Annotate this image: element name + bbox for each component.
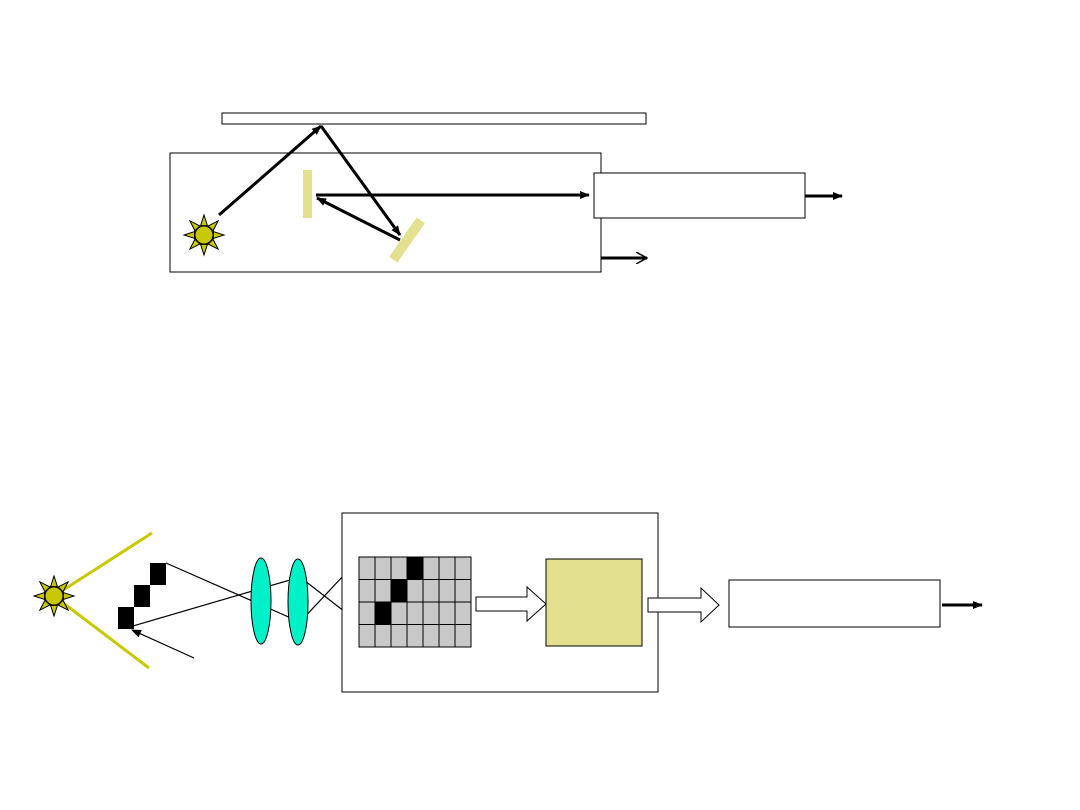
ray-source-to-surface <box>218 124 322 217</box>
sensor-pixel <box>422 624 440 648</box>
sensor-pixel <box>390 601 408 625</box>
sensor-pixel <box>358 624 376 648</box>
sensor-pixel <box>438 624 456 648</box>
sensor-pixel <box>422 579 440 603</box>
output-box <box>728 579 941 628</box>
sensor-pixel <box>406 601 424 625</box>
tilted-mirror <box>389 217 425 263</box>
sun-icon <box>182 213 226 257</box>
detector-box <box>593 172 806 219</box>
sensor-pixel <box>374 579 392 603</box>
light-cone-lower <box>53 594 150 670</box>
processor-box <box>545 558 643 647</box>
sensor-pixel <box>422 556 440 580</box>
sensor-pixel <box>390 556 408 580</box>
lens-right <box>287 558 309 646</box>
sun-ray <box>32 591 46 601</box>
sensor-pixel <box>374 624 392 648</box>
object-step-top <box>150 563 166 585</box>
top-diagram <box>169 112 843 273</box>
sensor-pixel-on <box>406 556 424 580</box>
sensor-pixel <box>358 601 376 625</box>
object-step-bottom <box>118 607 134 629</box>
sun-icon <box>32 574 76 618</box>
sensor-pixel-on <box>390 579 408 603</box>
sun-ray <box>49 604 59 618</box>
light-cone-upper <box>53 531 153 598</box>
sensor-pixel <box>454 601 472 625</box>
sensor-pixel <box>454 556 472 580</box>
object-pointer-arrow <box>131 629 195 659</box>
sensor-pixel <box>374 556 392 580</box>
ray-mirror-to-mirror <box>316 196 401 242</box>
sensor-pixel <box>358 556 376 580</box>
sensor-pixel <box>358 579 376 603</box>
bottom-diagram <box>32 512 983 693</box>
sensor-to-processor-arrow <box>475 585 547 623</box>
sun-ray <box>49 574 59 588</box>
sensor-pixel-on <box>374 601 392 625</box>
sensor-pixel <box>422 601 440 625</box>
sensor-pixel <box>454 579 472 603</box>
vertical-mirror <box>303 170 312 218</box>
image-sensor-grid <box>358 556 472 648</box>
sensor-pixel <box>454 624 472 648</box>
sensor-pixel <box>438 556 456 580</box>
sensor-pixel <box>438 579 456 603</box>
processor-to-output-arrow <box>647 586 720 624</box>
surface-strip <box>221 112 647 125</box>
sun-ray <box>62 591 76 601</box>
lens-left <box>250 557 272 645</box>
ray-surface-to-mirror <box>319 125 402 236</box>
sensor-pixel <box>438 601 456 625</box>
sensor-pixel <box>406 579 424 603</box>
object-step-middle <box>134 585 150 607</box>
sensor-pixel <box>406 624 424 648</box>
sensor-pixel <box>390 624 408 648</box>
